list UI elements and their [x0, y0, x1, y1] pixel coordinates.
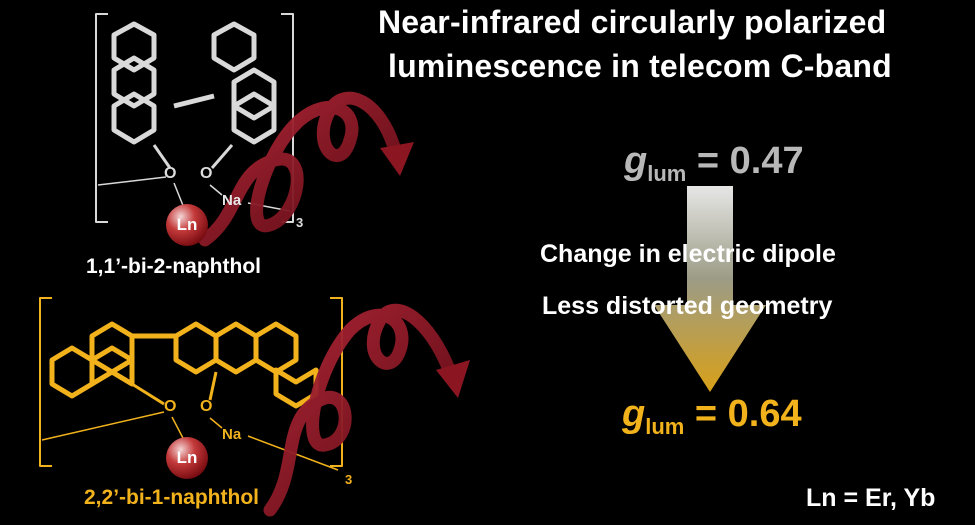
oxygen-label: O [200, 165, 213, 182]
oxygen-label: O [164, 165, 177, 182]
glum-symbol: g [622, 393, 646, 435]
glum-bottom-value: = 0.64 [684, 393, 802, 435]
lanthanide-atom: Ln [166, 204, 208, 246]
change-line-1: Change in electric dipole [540, 240, 836, 268]
sodium-label: Na [222, 192, 242, 209]
oxygen-label: O [164, 398, 177, 415]
lanthanide-atom: Ln [166, 437, 208, 479]
stoichiometry-subscript: 3 [345, 472, 353, 487]
compound-name-2: 2,2’-bi-1-naphthol [84, 486, 259, 509]
glum-symbol: g [624, 140, 648, 182]
glum-top: glum = 0.47 [624, 140, 804, 187]
compound-name-1: 1,1’-bi-2-naphthol [86, 255, 261, 278]
stoichiometry-subscript: 3 [296, 215, 304, 230]
oxygen-label: O [200, 398, 213, 415]
glum-subscript: lum [647, 161, 687, 186]
glum-top-value: = 0.47 [686, 140, 804, 182]
glum-bottom: glum = 0.64 [622, 393, 802, 440]
glum-subscript: lum [645, 414, 685, 439]
change-line-2: Less distorted geometry [542, 292, 833, 320]
lanthanide-definition: Ln = Er, Yb [806, 484, 936, 512]
title-line-2: luminescence in telecom C-band [388, 48, 892, 84]
sodium-label: Na [222, 426, 242, 443]
title-line-1: Near-infrared circularly polarized [378, 4, 887, 40]
